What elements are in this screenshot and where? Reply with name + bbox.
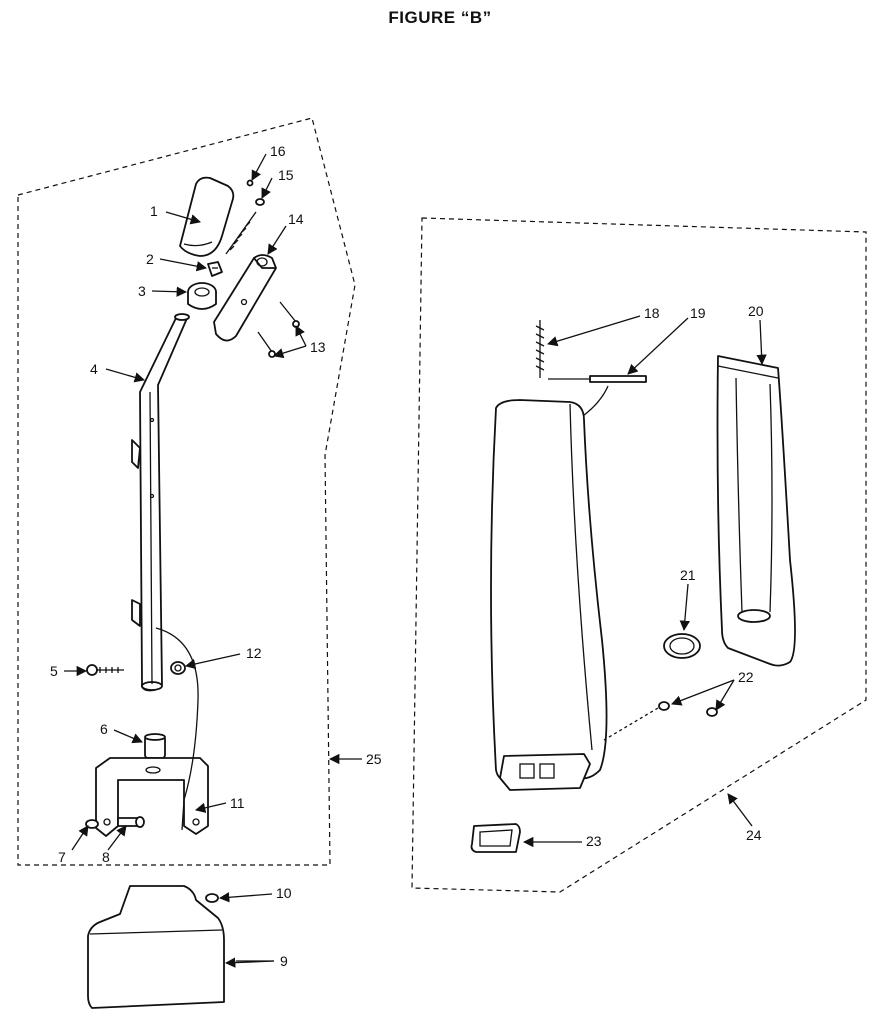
- callout-19: 19: [690, 305, 706, 321]
- part-9-base-cover: [87, 885, 225, 1009]
- callout-25: 25: [366, 751, 382, 767]
- callout-14: 14: [288, 211, 304, 227]
- callout-13: 13: [310, 339, 326, 355]
- callout-15: 15: [278, 167, 294, 183]
- part-18-spring: [535, 320, 545, 378]
- part-5-screw: [86, 664, 124, 676]
- part-16-small-screw: [246, 179, 254, 187]
- callout-16: 16: [270, 143, 286, 159]
- part-10-screw: [205, 893, 219, 903]
- callout-4: 4: [90, 361, 98, 377]
- part-21-ring: [663, 633, 701, 659]
- callout-7: 7: [58, 849, 66, 865]
- callout-23: 23: [586, 833, 602, 849]
- part-20-liner: [716, 355, 796, 667]
- callout-20: 20: [748, 303, 764, 319]
- part-6-post: [144, 733, 166, 759]
- part-19-rod: [548, 375, 647, 419]
- part-4-handle-tube: [131, 313, 190, 692]
- part-14-switch-housing: [213, 254, 277, 342]
- bracket: [95, 757, 209, 837]
- part-23-gasket: [470, 823, 521, 853]
- figure-title: FIGURE “B”: [388, 8, 492, 27]
- callout-labels: 1 2 3 4 5 6 7 8 9 10 11 12 13 14 15 16 1…: [50, 143, 764, 969]
- part-11-cord: [155, 627, 199, 831]
- outer-bag: [490, 399, 608, 791]
- part-2-clip: [207, 261, 223, 277]
- handle-assembly-boundary: [17, 117, 356, 866]
- callout-21: 21: [680, 567, 696, 583]
- callout-6: 6: [100, 721, 108, 737]
- part-1-grip-cover: [179, 176, 235, 257]
- callout-12: 12: [246, 645, 262, 661]
- part-7-washer: [85, 819, 99, 829]
- callout-5: 5: [50, 663, 58, 679]
- callout-11: 11: [230, 795, 245, 811]
- part-22-screws: [603, 701, 718, 741]
- part-12-nut: [170, 661, 186, 675]
- callout-9: 9: [280, 953, 288, 969]
- callout-3: 3: [138, 283, 146, 299]
- part-13-screws: [257, 301, 300, 358]
- callout-2: 2: [146, 251, 154, 267]
- callout-22: 22: [738, 669, 754, 685]
- part-15-spring: [225, 198, 265, 255]
- callout-10: 10: [276, 885, 292, 901]
- bag-assembly-boundary: [411, 217, 867, 893]
- callout-1: 1: [150, 203, 158, 219]
- callout-18: 18: [644, 305, 660, 321]
- part-8-bolt: [117, 816, 145, 828]
- leader-lines: [64, 153, 767, 968]
- callout-24: 24: [746, 827, 762, 843]
- callout-8: 8: [102, 849, 110, 865]
- part-3-collar: [187, 282, 217, 310]
